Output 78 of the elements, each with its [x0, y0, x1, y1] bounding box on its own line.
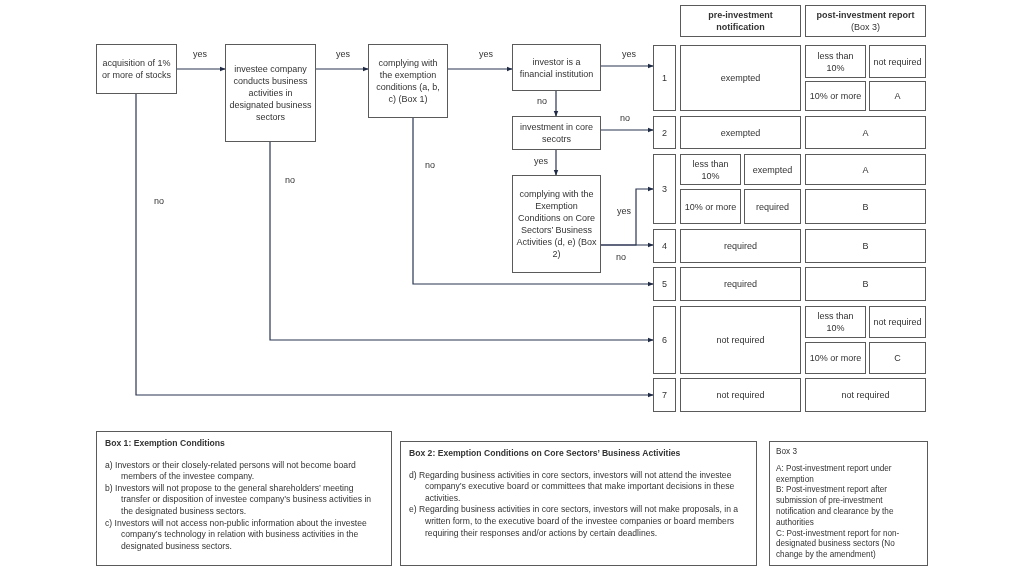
- table-cell: exempted: [744, 154, 801, 185]
- note-text: a) Investors or their closely-related persons will not become board members of the investee company.: [105, 459, 357, 483]
- edge-label: no: [615, 252, 627, 263]
- arrow: [412, 117, 654, 287]
- row-number-box: 1: [653, 45, 676, 111]
- table-cell: B: [805, 229, 926, 263]
- note-text: B: Post-investment report after submission of pre-investment notification and clearance by the authorities: [776, 485, 895, 529]
- arrow: [135, 93, 654, 398]
- edge-label: yes: [616, 206, 632, 217]
- arrow: [269, 141, 654, 343]
- box-heading: Box 3: [776, 447, 798, 458]
- edge-label: yes: [533, 156, 549, 167]
- arrow: [600, 242, 654, 248]
- process-box: complying with the Exemption Conditions on Core Sectors’ Business Activities (d, e) (Box 2): [512, 175, 601, 273]
- note-text: b) Investors will not propose to the general shareholders’ meeting transfer or disposition of investee company’s business activities in the designated business sectors.: [105, 482, 373, 518]
- process-box: investee company conducts business activities in designated business sectors: [225, 44, 316, 142]
- table-cell: less than 10%: [805, 306, 866, 338]
- process-box: acquisition of 1% or more of stocks: [96, 44, 177, 94]
- edge-label: no: [153, 196, 165, 207]
- table-cell: not required: [805, 378, 926, 412]
- note-text: C: Post-investment report for non-designated business sectors (No change by the amendment): [776, 528, 901, 561]
- table-cell: not required: [680, 378, 801, 412]
- arrow: [600, 63, 654, 69]
- note-text: A: Post-investment report under exemption: [776, 463, 893, 485]
- arrow: [447, 66, 513, 72]
- table-cell: not required: [869, 306, 926, 338]
- edge-label: no: [619, 113, 631, 124]
- header-note: (Box 3): [851, 21, 880, 33]
- table-cell: required: [744, 189, 801, 224]
- table-cell: B: [805, 189, 926, 224]
- note-text: e) Regarding business activities in core sectors, investors will not make proposals, in a written form, to the executive board of the investee companies or board members requiring their responses and/or actions by certain deadlines.: [409, 504, 740, 540]
- column-header: [805, 5, 926, 37]
- table-cell: not required: [869, 45, 926, 78]
- process-box: investment in core secotrs: [512, 116, 601, 150]
- row-number-box: 6: [653, 306, 676, 374]
- edge-label: yes: [192, 49, 208, 60]
- table-cell: required: [680, 229, 801, 263]
- table-cell: 10% or more: [805, 81, 866, 111]
- edge-label: yes: [335, 49, 351, 60]
- column-header: pre-investment notification: [680, 5, 801, 37]
- box-heading: Box 1: Exemption Conditions: [105, 438, 226, 450]
- table-cell: exempted: [680, 45, 801, 111]
- note-text: d) Regarding business activities in core sectors, investors will not attend the investee company’s executive board or committees that make important decisions in these activities.: [409, 469, 736, 505]
- note-text: c) Investors will not access non-public information about the investee company’s technology in relation with business activities in the designated business sectors.: [105, 517, 368, 553]
- table-cell: less than 10%: [805, 45, 866, 78]
- table-cell: A: [805, 154, 926, 185]
- process-box: complying with the exemption conditions (a, b, c) (Box 1): [368, 44, 448, 118]
- row-number-box: 3: [653, 154, 676, 224]
- table-cell: C: [869, 342, 926, 374]
- table-cell: exempted: [680, 116, 801, 149]
- edge-label: no: [536, 96, 548, 107]
- row-number-box: 7: [653, 378, 676, 412]
- arrow: [315, 66, 369, 72]
- arrow: [176, 66, 226, 72]
- note-box: [96, 431, 392, 566]
- note-box: [769, 441, 928, 566]
- arrow: [553, 90, 559, 117]
- row-number-box: 4: [653, 229, 676, 263]
- table-cell: A: [869, 81, 926, 111]
- table-cell: A: [805, 116, 926, 149]
- note-box: [400, 441, 757, 566]
- table-cell: 10% or more: [680, 189, 741, 224]
- table-cell: B: [805, 267, 926, 301]
- arrow: [600, 127, 654, 133]
- process-box: investor is a financial institution: [512, 44, 601, 91]
- header-text: post-investment report: [816, 9, 915, 21]
- table-cell: 10% or more: [805, 342, 866, 374]
- edge-label: no: [284, 175, 296, 186]
- row-number-box: 5: [653, 267, 676, 301]
- edge-label: yes: [478, 49, 494, 60]
- edge-label: no: [424, 160, 436, 171]
- table-cell: not required: [680, 306, 801, 374]
- table-cell: required: [680, 267, 801, 301]
- edge-label: yes: [621, 49, 637, 60]
- box-heading: Box 2: Exemption Conditions on Core Sectors’ Business Activities: [409, 448, 682, 460]
- row-number-box: 2: [653, 116, 676, 149]
- arrow: [553, 149, 559, 176]
- table-cell: less than 10%: [680, 154, 741, 185]
